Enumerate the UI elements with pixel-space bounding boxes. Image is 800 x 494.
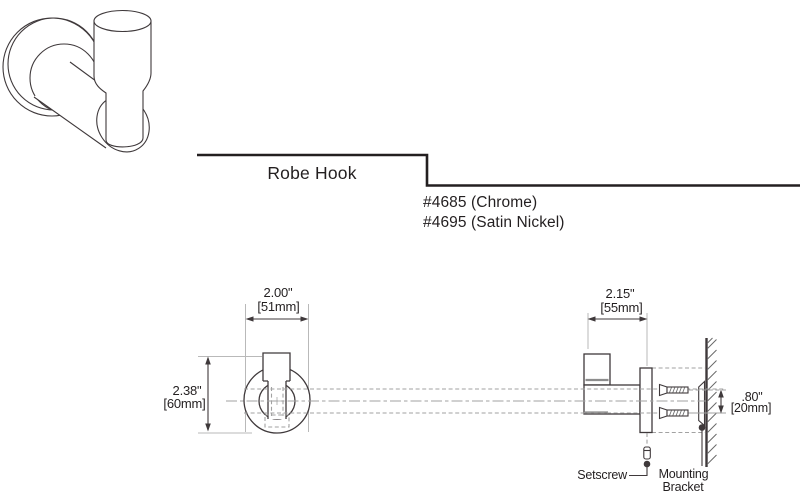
product-title: Robe Hook: [267, 163, 357, 183]
arm-side: [583, 384, 641, 415]
front-height-dimension: [205, 356, 211, 432]
side-projection-imperial: 2.15": [605, 285, 635, 301]
side-view-drawing: [583, 313, 717, 467]
front-width-metric: [51mm]: [257, 298, 300, 314]
front-height-metric: [60mm]: [163, 396, 206, 411]
hidden-boss-rect: [264, 414, 290, 428]
hook-post-3d: [93, 21, 152, 148]
setscrew-callout: [629, 433, 651, 477]
screw-spacing-metric: [20mm]: [730, 400, 772, 415]
flange-hidden-lines: [652, 367, 705, 434]
front-width-dimension: [245, 316, 309, 322]
mounting-screws: [658, 383, 689, 420]
screw-lower: [658, 406, 689, 420]
model-number-chrome: #4685 (Chrome): [423, 194, 538, 211]
mounting-bracket-label-line1: Mounting: [658, 466, 709, 481]
model-number-satin-nickel: #4695 (Satin Nickel): [423, 213, 565, 231]
mounting-bracket-shape: [698, 380, 706, 427]
bracket-leader-dot: [698, 424, 706, 431]
side-projection-metric: [55mm]: [600, 299, 643, 315]
wall-hatching: [706, 337, 717, 465]
front-view-drawing: [198, 304, 311, 434]
front-height-imperial: 2.38": [172, 382, 202, 398]
side-projection-dimension: [587, 316, 648, 322]
title-rule-line: [197, 153, 800, 187]
setscrew-leader-line: [629, 464, 648, 477]
hook-front-outline: [262, 352, 291, 419]
front-width-imperial: 2.00": [263, 284, 293, 300]
product-illustration-3d: [2, 9, 152, 153]
screw-spacing-dimension: [689, 389, 726, 414]
screw-upper: [658, 383, 689, 397]
front-extension-lines: [198, 304, 309, 434]
setscrew-icon: [643, 446, 651, 460]
setscrew-label: Setscrew: [577, 467, 627, 482]
hidden-center-lines: [226, 388, 724, 414]
flange-side: [639, 367, 653, 434]
mounting-bracket-label-line2: Bracket: [662, 479, 704, 494]
screw-spacing-imperial: .80": [741, 390, 763, 404]
mounting-bracket-callout: [698, 424, 706, 466]
hook-post-top: [93, 9, 152, 33]
